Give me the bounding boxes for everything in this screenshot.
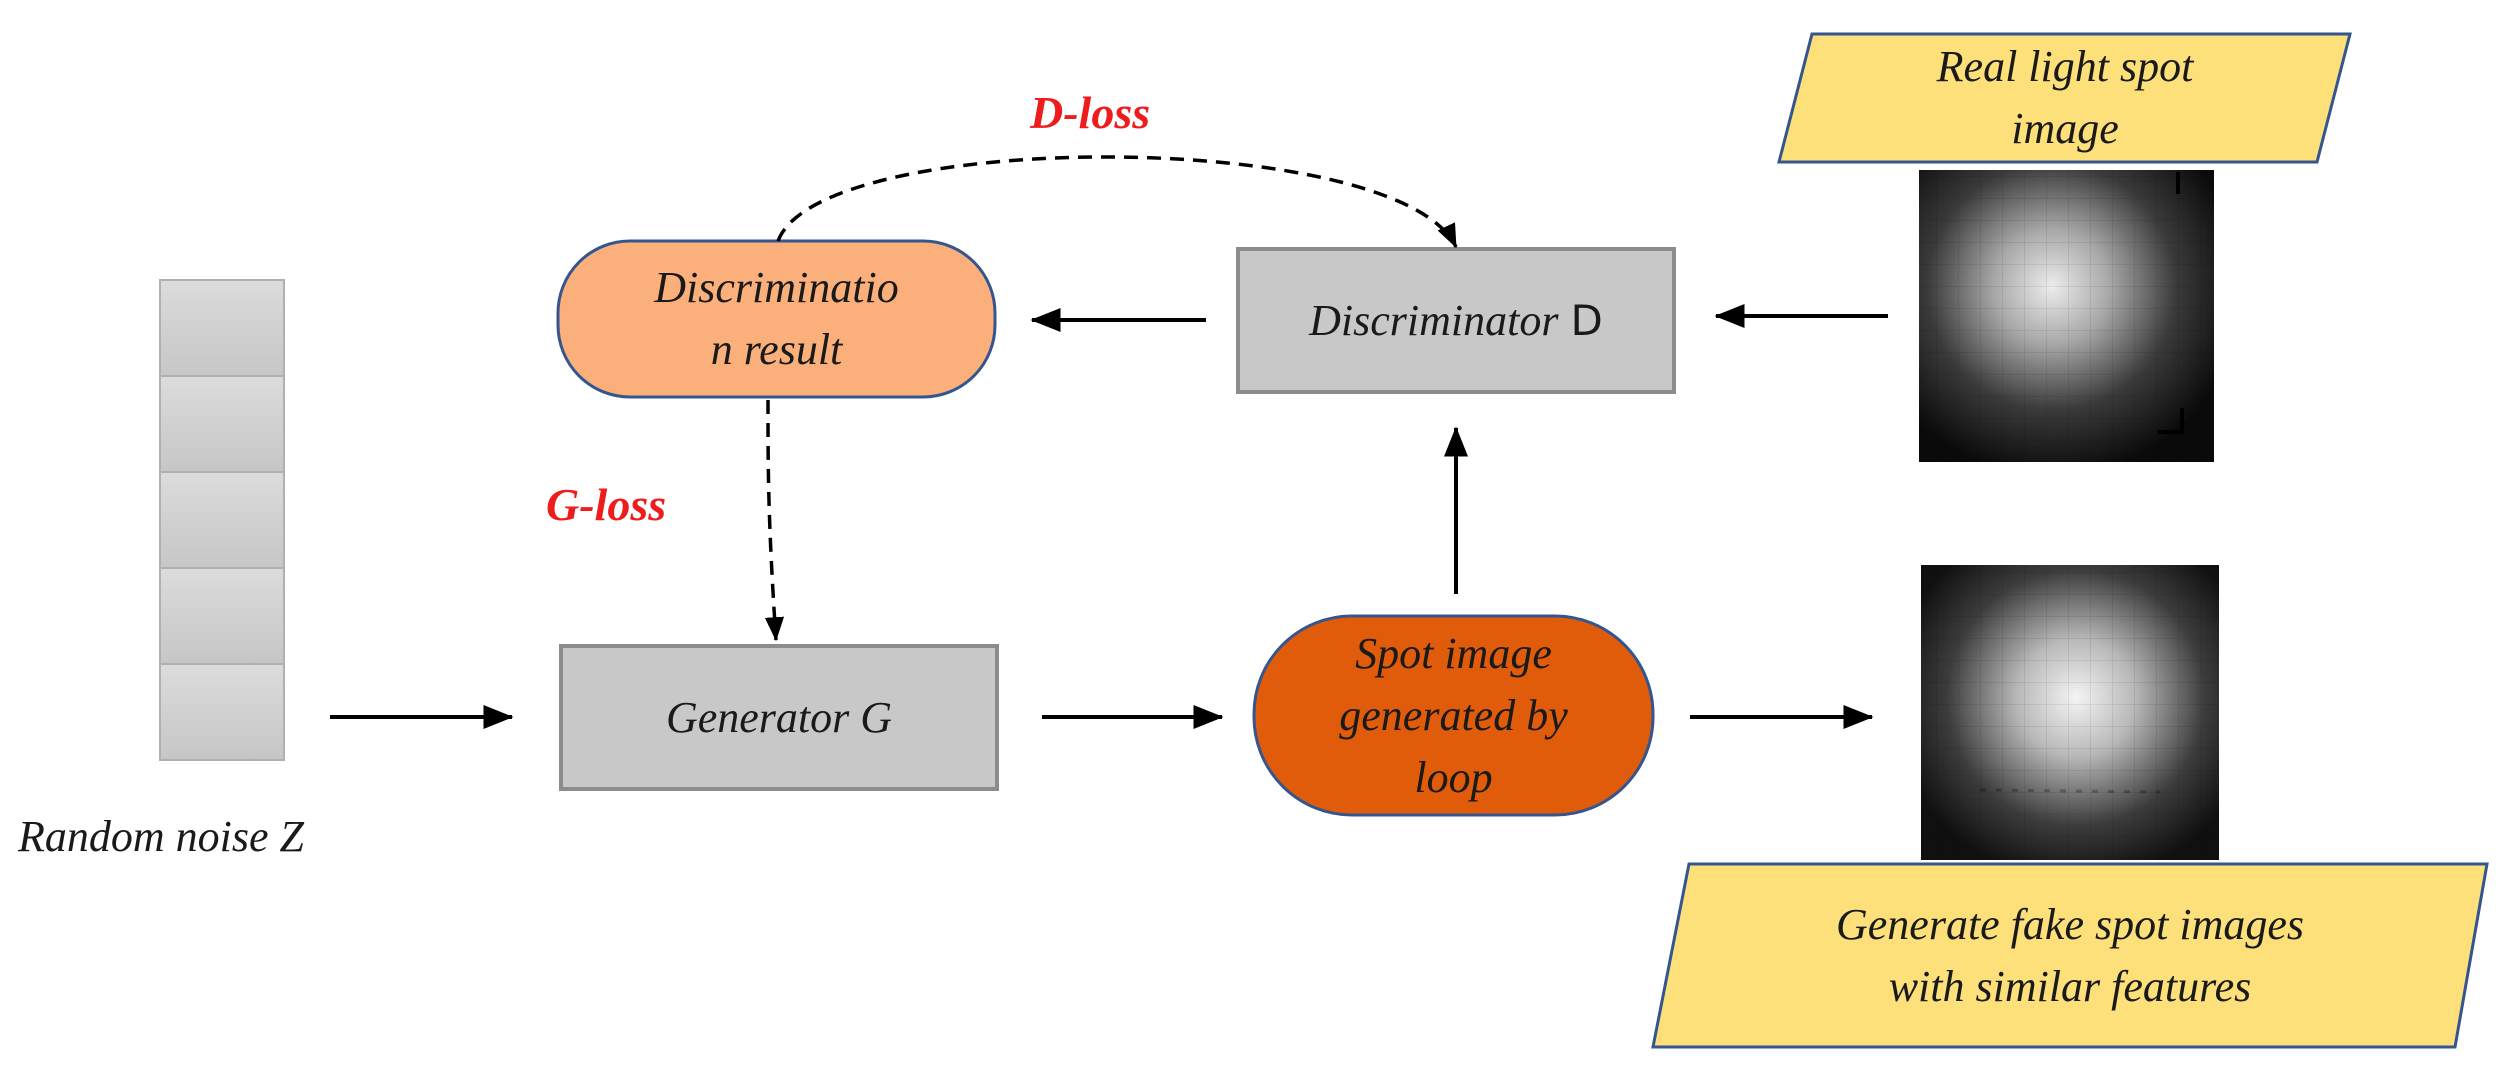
real-spot-banner-label: Real light spot image: [1936, 42, 2194, 153]
dashed-arrow-icon: [764, 399, 785, 642]
fake-spot-image: [1921, 565, 2219, 860]
discriminator-text: Discriminator: [1309, 295, 1559, 345]
fake-spot-banner-label: Generate fake spot images with similar f…: [1836, 899, 2304, 1011]
real-spot-banner: [1777, 32, 2352, 164]
noise-cell: [159, 663, 285, 761]
noise-cell: [159, 279, 285, 377]
corner-mark-bottom: [2158, 408, 2184, 434]
discrimination-result-label: Discriminatio n result: [654, 263, 899, 374]
discriminator-box: [1236, 247, 1676, 394]
dashed-arrow-icon: [776, 155, 1458, 249]
spot-generated-shape: [1252, 614, 1655, 817]
discrimination-result-shape: [556, 239, 997, 399]
discriminator-letter: D: [1570, 295, 1603, 345]
generator-label: Generator G: [665, 692, 893, 742]
noise-cell: [159, 471, 285, 569]
discriminator-label: Discriminator D: [1238, 249, 1674, 392]
noise-cell: [159, 375, 285, 473]
spot-generated-label: Spot image generated by loop: [1339, 628, 1568, 802]
real-spot-image: [1919, 170, 2214, 462]
noise-cell: [159, 567, 285, 665]
noise-vector: [159, 279, 285, 761]
generator-box: [559, 644, 999, 791]
fake-spot-banner: [1651, 862, 2489, 1049]
d-loss-label: D-loss: [1030, 87, 1151, 138]
g-loss-label: G-loss: [546, 479, 667, 530]
random-noise-label: Random noise Z: [18, 812, 304, 861]
